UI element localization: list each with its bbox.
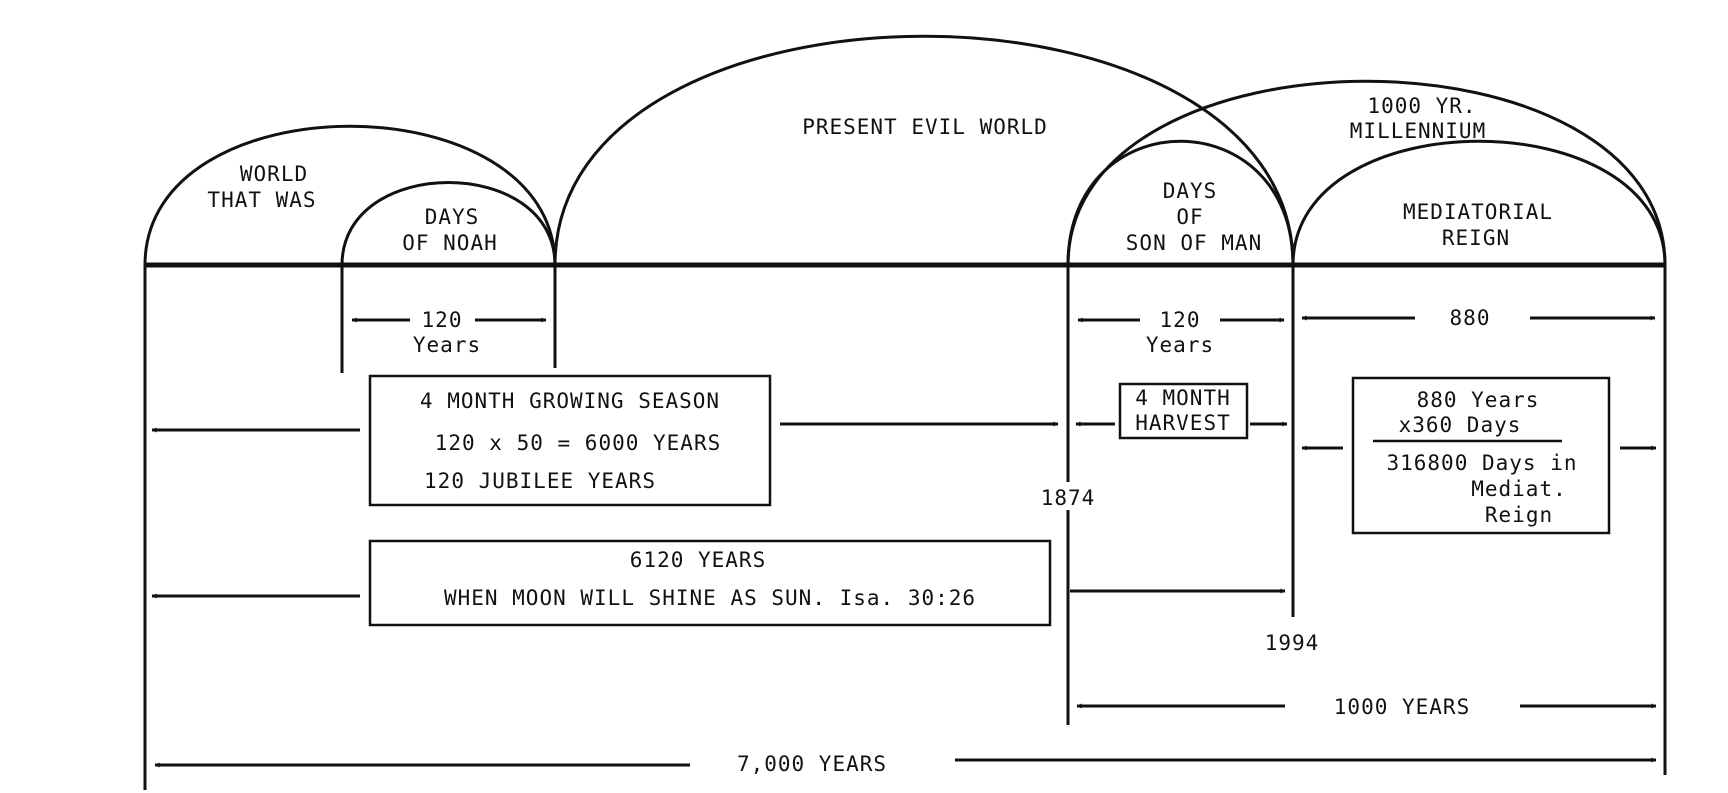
box-harvest — [1118, 382, 1249, 440]
label-mediatorial-2: REIGN — [1442, 226, 1510, 250]
label-son-of-man-2: OF — [1176, 205, 1203, 229]
date-1994: 1994 — [1265, 631, 1320, 655]
arc-world-that-was — [143, 124, 557, 266]
label-som-years: Years — [1146, 333, 1214, 357]
arc-days-of-noah — [340, 181, 557, 266]
label-world-that-was-2: THAT WAS — [207, 188, 316, 212]
moon-line-1: 6120 YEARS — [630, 548, 766, 572]
date-1874-bg — [1030, 482, 1106, 510]
growing-line-3: 120 JUBILEE YEARS — [424, 469, 656, 493]
box-moon — [368, 539, 1052, 627]
label-millennium-2: MILLENNIUM — [1350, 119, 1486, 143]
calc-line-5: Reign — [1485, 503, 1553, 527]
calc-line-1: 880 Years — [1417, 388, 1540, 412]
label-millennium-1: 1000 YR. — [1367, 94, 1476, 118]
label-son-of-man-3: SON OF MAN — [1126, 231, 1262, 255]
label-son-of-man-1: DAYS — [1163, 179, 1218, 203]
calc-line-2: x360 Days — [1399, 413, 1522, 437]
harvest-line-1: 4 MONTH — [1135, 386, 1231, 410]
label-1000-years: 1000 YEARS — [1334, 695, 1470, 719]
label-days-of-noah-2: OF NOAH — [402, 231, 498, 255]
growing-line-1: 4 MONTH GROWING SEASON — [420, 389, 720, 413]
harvest-line-2: HARVEST — [1135, 411, 1231, 435]
calc-line-4: Mediat. — [1471, 477, 1567, 501]
moon-line-2: WHEN MOON WILL SHINE AS SUN. Isa. 30:26 — [444, 586, 976, 610]
date-1874: 1874 — [1041, 486, 1096, 510]
label-mediatorial-1: MEDIATORIAL — [1403, 200, 1553, 224]
label-days-of-noah-1: DAYS — [425, 205, 480, 229]
growing-line-2: 120 x 50 = 6000 YEARS — [435, 431, 722, 455]
arc-present-evil-world — [553, 34, 1295, 266]
calc-line-3: 316800 Days in — [1386, 451, 1577, 475]
label-world-that-was-1: WORLD — [240, 162, 308, 186]
arc-days-of-son-of-man — [1066, 139, 1295, 266]
label-880: 880 — [1450, 306, 1491, 330]
box-growing-season — [368, 374, 772, 507]
label-noah-120: 120 — [422, 308, 463, 332]
label-present-evil-world: PRESENT EVIL WORLD — [802, 115, 1048, 139]
label-noah-years: Years — [413, 333, 481, 357]
label-7000-years: 7,000 YEARS — [737, 752, 887, 776]
label-som-120: 120 — [1160, 308, 1201, 332]
arc-mediatorial-reign — [1291, 139, 1667, 266]
box-mediatorial-calc — [1351, 376, 1611, 535]
